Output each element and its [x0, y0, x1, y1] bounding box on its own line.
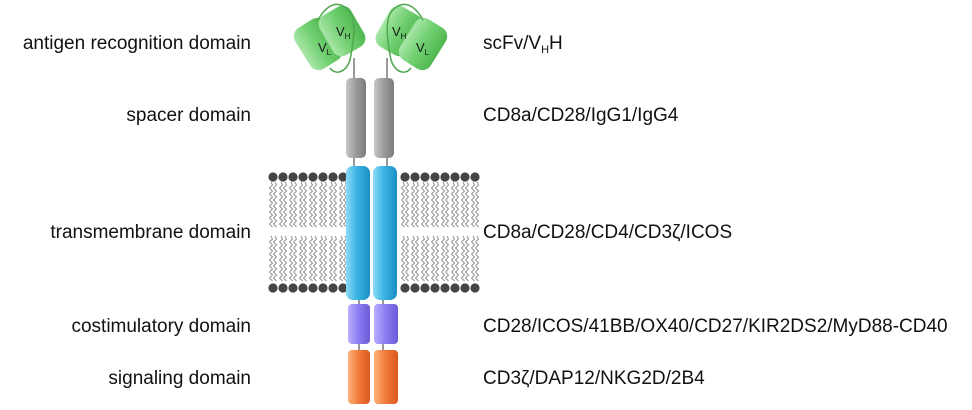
lipid-tail — [340, 182, 343, 227]
lipid-head — [460, 172, 469, 181]
lipid-tail — [274, 236, 277, 281]
lipid-head — [430, 283, 439, 292]
lipid-tail — [452, 182, 455, 227]
lipid-head — [328, 283, 337, 292]
lipid-tail — [290, 236, 293, 281]
lipid-head — [440, 172, 449, 181]
lipid-tail — [304, 182, 307, 227]
lipid-head — [410, 172, 419, 181]
lipid-tail — [416, 182, 419, 227]
lipid-head — [308, 172, 317, 181]
lipid-tail — [462, 236, 465, 281]
lipid-tail — [422, 182, 425, 227]
lipid-head — [268, 283, 277, 292]
lipid-head — [420, 283, 429, 292]
lipid-tail — [466, 236, 469, 281]
lipid-tail — [412, 236, 415, 281]
lipid-tail — [270, 182, 273, 227]
lipid-tail — [472, 236, 475, 281]
lipid-tail — [476, 182, 479, 227]
lipid-tail — [476, 236, 479, 281]
lipid-head — [288, 172, 297, 181]
lipid-tail — [466, 182, 469, 227]
signaling-domain — [348, 350, 398, 404]
lipid-tail — [456, 236, 459, 281]
lipid-head — [268, 172, 277, 181]
lipid-head — [308, 283, 317, 292]
lipid-tail — [422, 236, 425, 281]
lipid-tail — [412, 182, 415, 227]
lipid-tail — [416, 236, 419, 281]
lipid-tail — [304, 236, 307, 281]
lipid-tail — [274, 182, 277, 227]
lipid-head — [420, 172, 429, 181]
lipid-tail — [442, 236, 445, 281]
costimulatory-domain — [348, 304, 398, 344]
lipid-head — [470, 172, 479, 181]
lipid-tail — [280, 236, 283, 281]
lipid-tail — [314, 236, 317, 281]
lipid-tail — [340, 236, 343, 281]
lipid-tail — [294, 236, 297, 281]
lipid-tail — [324, 182, 327, 227]
lipid-head — [460, 283, 469, 292]
lipid-tail — [320, 236, 323, 281]
lipid-tail — [436, 182, 439, 227]
lipid-tail — [456, 182, 459, 227]
lipid-head — [278, 283, 287, 292]
lipid-head — [400, 172, 409, 181]
lipid-tail — [472, 182, 475, 227]
lipid-head — [440, 283, 449, 292]
lipid-head — [430, 172, 439, 181]
lipid-tail — [334, 236, 337, 281]
transmembrane-domain — [346, 166, 397, 300]
lipid-tail — [446, 236, 449, 281]
lipid-tail — [402, 236, 405, 281]
lipid-tail — [452, 236, 455, 281]
antigen-recognition-right: VH VL — [372, 2, 451, 74]
lipid-head — [410, 283, 419, 292]
lipid-tail — [432, 182, 435, 227]
lipid-head — [318, 283, 327, 292]
lipid-tail — [406, 236, 409, 281]
spacer-domain — [346, 78, 394, 158]
lipid-tail — [320, 182, 323, 227]
lipid-tail — [406, 182, 409, 227]
lipid-head — [288, 283, 297, 292]
lipid-tail — [284, 236, 287, 281]
lipid-tail — [314, 182, 317, 227]
lipid-head — [400, 283, 409, 292]
lipid-head — [328, 172, 337, 181]
lipid-tail — [432, 236, 435, 281]
lipid-head — [278, 172, 287, 181]
lipid-tail — [300, 182, 303, 227]
lipid-tail — [300, 236, 303, 281]
lipid-tail — [402, 182, 405, 227]
lipid-head — [318, 172, 327, 181]
lipid-head — [450, 283, 459, 292]
lipid-tail — [310, 182, 313, 227]
lipid-tail — [294, 182, 297, 227]
lipid-head — [298, 283, 307, 292]
lipid-tail — [334, 182, 337, 227]
lipid-tail — [442, 182, 445, 227]
lipid-tail — [446, 182, 449, 227]
lipid-tail — [284, 182, 287, 227]
lipid-tail — [324, 236, 327, 281]
lipid-tail — [426, 182, 429, 227]
lipid-tail — [462, 182, 465, 227]
lipid-tail — [330, 236, 333, 281]
lipid-tail — [270, 236, 273, 281]
lipid-tail — [310, 236, 313, 281]
lipid-tail — [330, 182, 333, 227]
lipid-tail — [426, 236, 429, 281]
lipid-head — [470, 283, 479, 292]
lipid-head — [450, 172, 459, 181]
antigen-recognition-left: VL VH — [290, 2, 369, 74]
lipid-head — [298, 172, 307, 181]
lipid-tail — [280, 182, 283, 227]
lipid-tail — [290, 182, 293, 227]
lipid-tail — [436, 236, 439, 281]
